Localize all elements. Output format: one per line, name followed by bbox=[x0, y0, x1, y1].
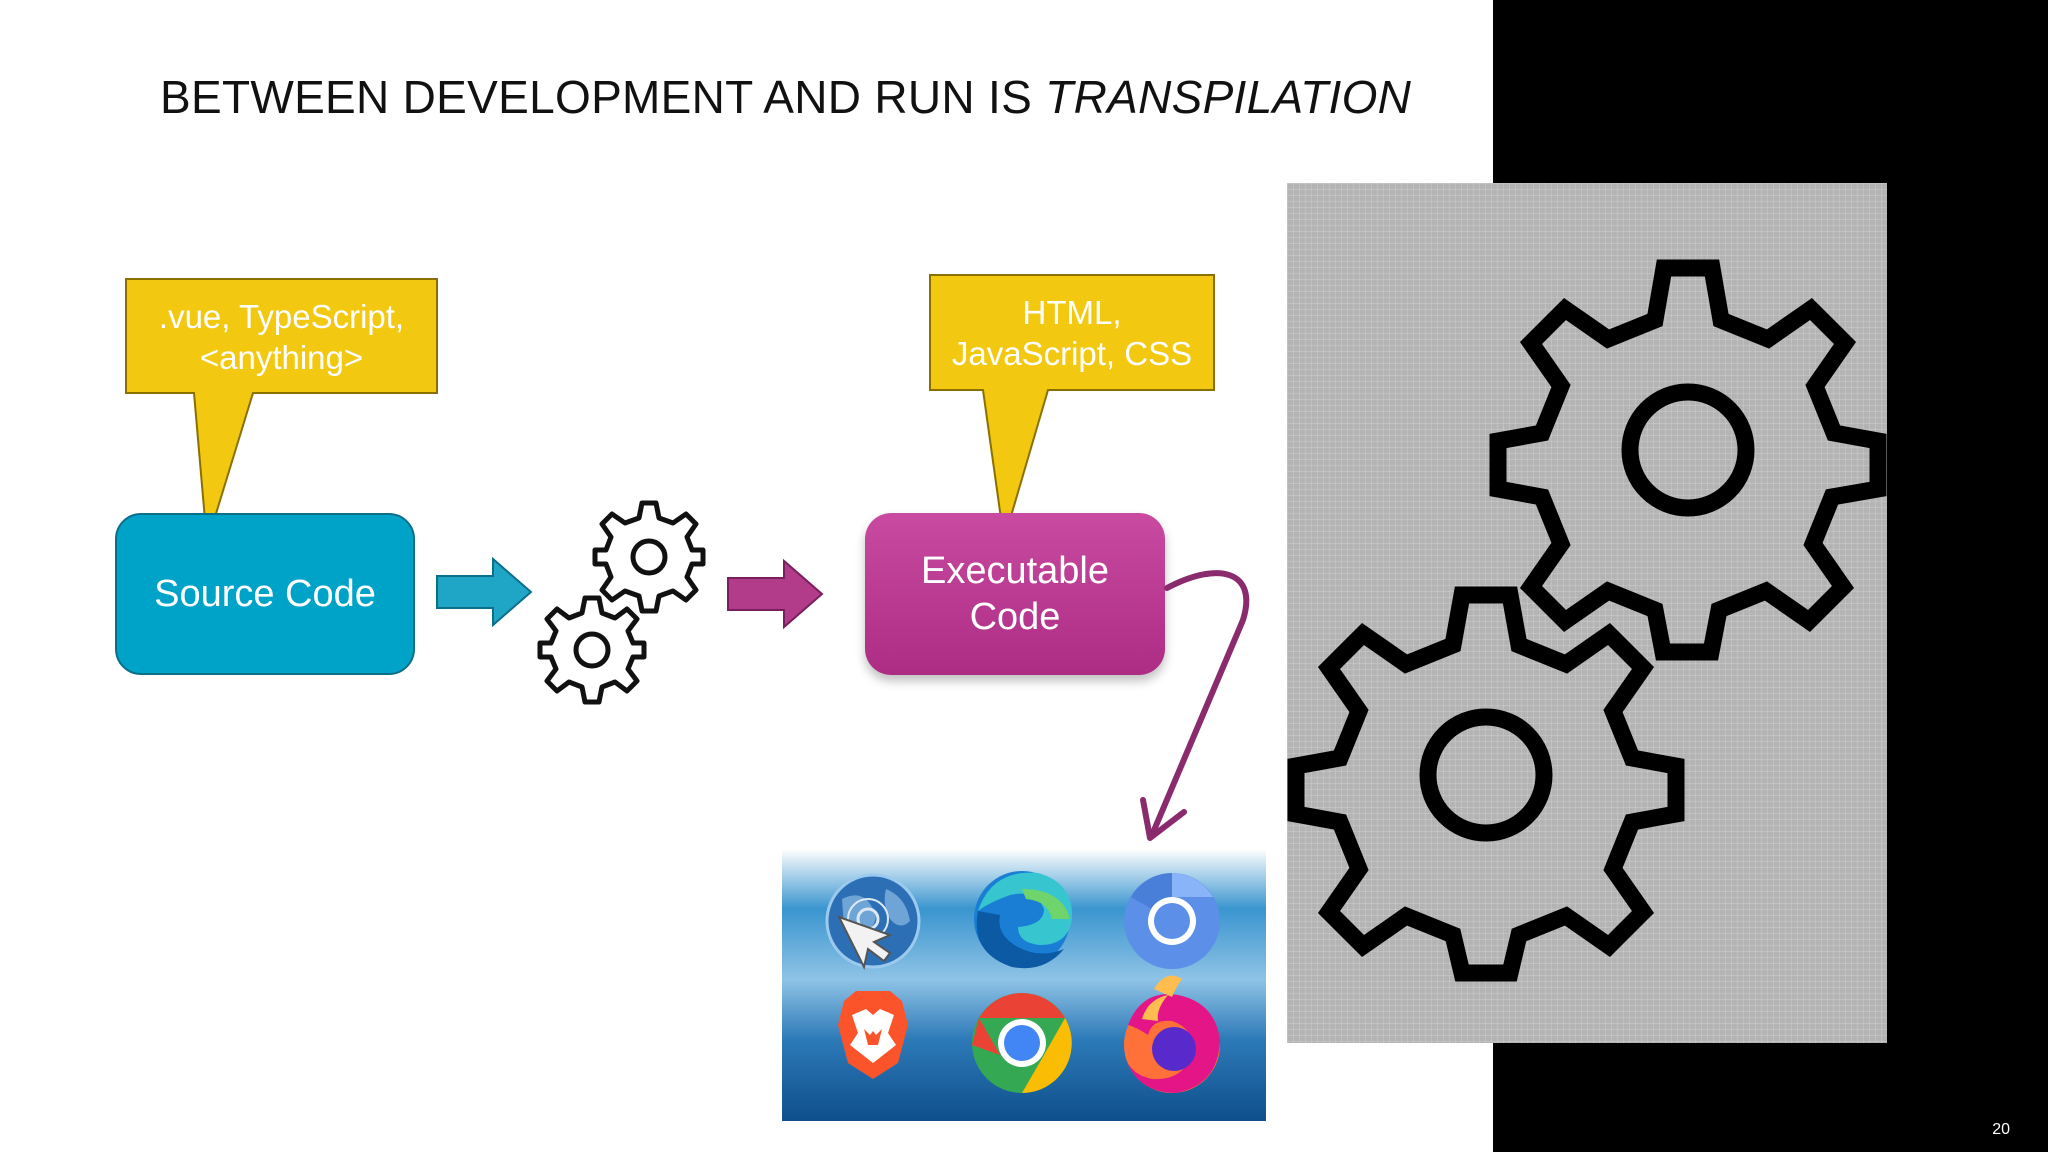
source-callout: .vue, TypeScript, <anything> bbox=[126, 296, 437, 378]
gear-panel bbox=[1287, 183, 1887, 1043]
large-gear-bottom bbox=[1287, 586, 1685, 982]
executable-code-node: Executable Code bbox=[865, 513, 1165, 675]
source-callout-line1: .vue, TypeScript, bbox=[158, 298, 405, 335]
small-gear-top bbox=[592, 500, 706, 614]
browser-globe-icon bbox=[825, 873, 921, 970]
slide-title: BETWEEN DEVELOPMENT AND RUN IS TRANSPILA… bbox=[160, 70, 1460, 124]
source-code-label: Source Code bbox=[154, 573, 376, 615]
brave-icon bbox=[838, 991, 908, 1079]
output-callout: HTML, JavaScript, CSS bbox=[930, 292, 1214, 374]
title-prefix: BETWEEN DEVELOPMENT AND RUN IS bbox=[160, 71, 1046, 123]
small-gear-bottom bbox=[537, 595, 647, 705]
executable-label-line2: Code bbox=[969, 596, 1061, 638]
source-callout-line2: <anything> bbox=[199, 339, 364, 376]
chromium-icon bbox=[1124, 873, 1220, 969]
firefox-icon bbox=[1124, 975, 1220, 1093]
chrome-icon bbox=[972, 993, 1072, 1093]
output-callout-line2: JavaScript, CSS bbox=[951, 335, 1193, 372]
page-number: 20 bbox=[1992, 1121, 2010, 1138]
executable-label-line1: Executable bbox=[920, 550, 1109, 592]
output-callout-line1: HTML, bbox=[1022, 294, 1122, 331]
edge-icon bbox=[974, 871, 1073, 969]
title-emphasis: TRANSPILATION bbox=[1045, 71, 1412, 123]
browser-icons-panel bbox=[782, 849, 1266, 1121]
large-gear-top bbox=[1489, 259, 1887, 661]
source-code-node: Source Code bbox=[115, 513, 415, 675]
